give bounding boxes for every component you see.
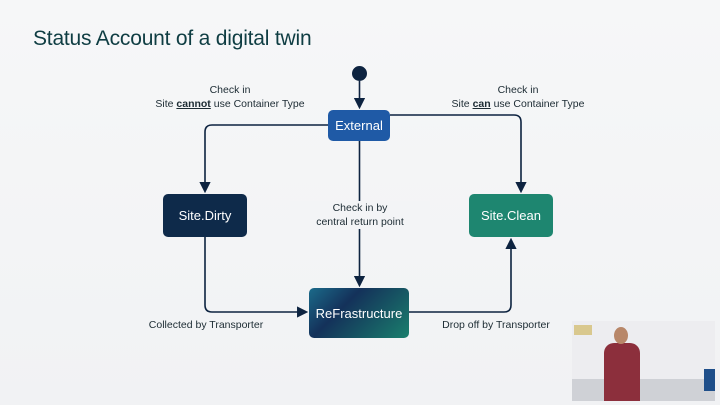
label-drop-off-by-transporter: Drop off by Transporter [442,319,550,331]
label-check-in-can: Check in Site can use Container Type [418,83,618,111]
video-floor [572,379,715,401]
speaker-body [604,343,640,401]
slide-title: Status Account of a digital twin [33,27,312,50]
edge-refra-clean [409,237,517,313]
label-can-post: use Container Type [490,98,585,110]
node-site-clean: Site.Clean [469,194,553,237]
initial-state-dot [352,66,367,81]
label-cannot-pre: Site [155,98,177,110]
speaker-video-thumbnail [572,321,715,401]
label-check-in-can-line1: Check in [497,84,539,96]
label-can-pre: Site [451,98,473,110]
label-check-in-cannot-line2: Site cannot use Container Type [130,97,330,111]
label-collected-by-transporter: Collected by Transporter [148,319,264,331]
label-central-return-line2: central return point [290,215,430,229]
label-can-emph: can [472,98,491,110]
edge-dirty-refra [204,237,309,318]
label-check-in-cannot: Check in Site cannot use Container Type [130,83,330,111]
label-check-in-cannot-line1: Check in [209,84,251,96]
edge-external-clean [390,114,527,194]
node-site-dirty: Site.Dirty [163,194,247,237]
video-wall [572,321,715,379]
edge-external-dirty [199,124,328,194]
video-stand [574,325,592,335]
label-check-in-can-line2: Site can use Container Type [418,97,618,111]
node-refrastructure: ReFrastructure [309,288,409,338]
label-cannot-post: use Container Type [210,98,305,110]
label-central-return-line1: Check in by [290,201,430,215]
label-central-return: Check in by central return point [290,201,430,229]
video-screen [704,369,715,391]
speaker-head [614,327,628,344]
label-cannot-emph: cannot [176,98,211,110]
node-external: External [328,110,390,141]
